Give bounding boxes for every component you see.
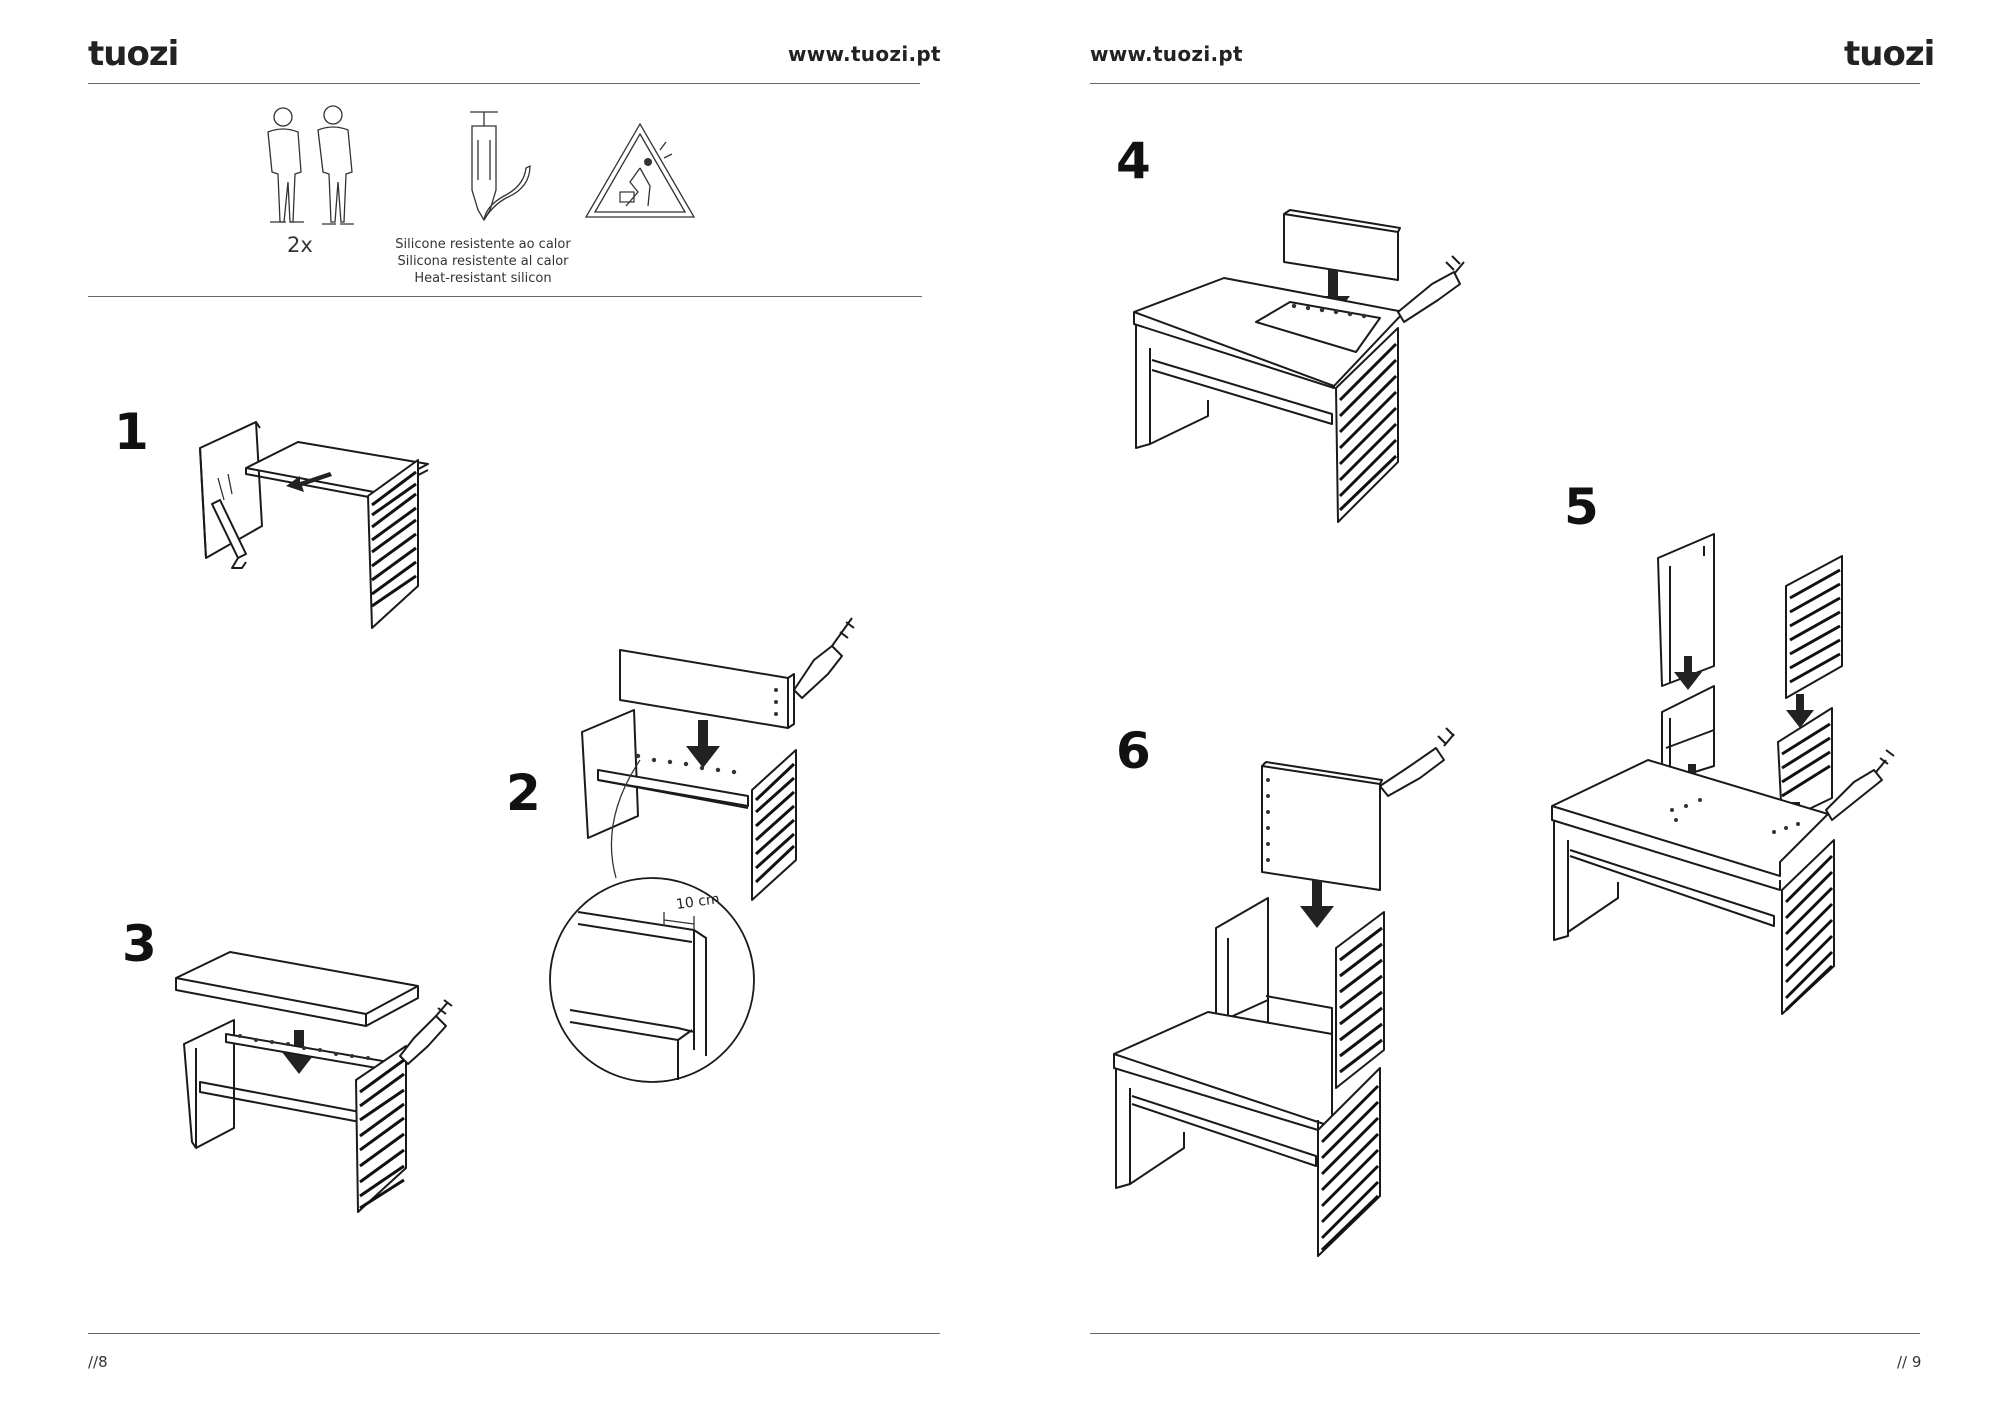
step-number-1: 1 (114, 403, 149, 461)
brand-logo: tuozi (88, 34, 179, 74)
page-number-right: // 9 (1897, 1353, 1922, 1371)
website-url-right[interactable]: www.tuozi.pt (1090, 42, 1243, 66)
requirements-divider (88, 296, 922, 297)
detail-magnifier (549, 877, 755, 1083)
header-divider (88, 83, 920, 84)
step-number-5: 5 (1564, 478, 1599, 536)
silicone-caption-en: Heat-resistant silicon (414, 271, 552, 286)
silicone-caption-pt: Silicone resistente ao calor (395, 237, 571, 252)
header-divider-right (1090, 83, 1920, 84)
step-number-3: 3 (122, 915, 157, 973)
page-number-left: //8 (88, 1353, 108, 1371)
footer-divider-left (88, 1333, 940, 1334)
website-url[interactable]: www.tuozi.pt (788, 42, 941, 66)
silicone-caption: Silicone resistente ao calor Silicona re… (383, 236, 583, 287)
step-number-2: 2 (506, 764, 541, 822)
silicone-caption-es: Silicona resistente al calor (397, 254, 569, 269)
people-count-label: 2x (287, 233, 313, 257)
step-number-4: 4 (1116, 132, 1151, 190)
footer-divider-right (1090, 1333, 1920, 1334)
step-number-6: 6 (1116, 722, 1151, 780)
brand-logo-right: tuozi (1844, 34, 1935, 74)
